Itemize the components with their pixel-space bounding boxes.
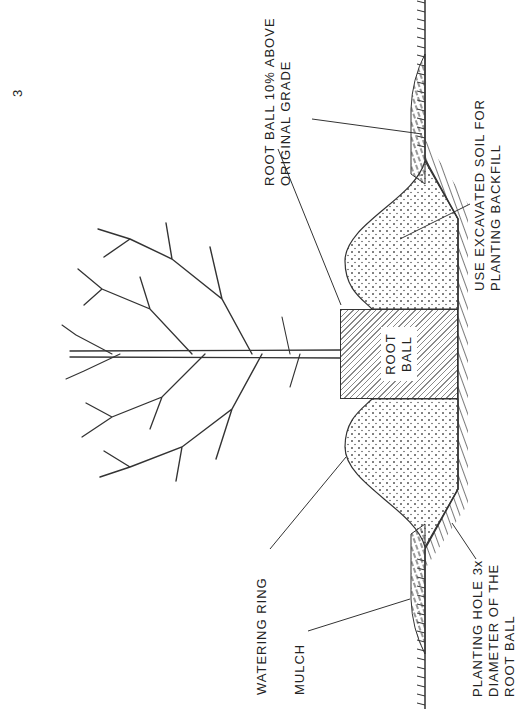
callout-text: PLANTING HOLE 3x DIAMETER OF THE ROOT BA… (470, 551, 518, 697)
grass-tick (417, 676, 425, 678)
backfill-soil (345, 399, 458, 547)
grass-tick (417, 667, 425, 669)
callout-text: USE EXCAVATED SOIL FOR PLANTING BACKFILL (472, 69, 504, 291)
mulch-layer (411, 54, 425, 184)
tree (62, 223, 342, 481)
page-number: 3 (10, 67, 26, 97)
root-ball-label: ROOT BALL (381, 327, 417, 381)
leader-line (270, 119, 476, 631)
mulch-layer (411, 524, 425, 654)
grass-tick (417, 1, 425, 3)
grass-tick (417, 28, 425, 30)
grass-tick (417, 19, 425, 21)
grass-tick (417, 46, 425, 48)
callout-text: MULCH (292, 615, 308, 695)
grass-tick (417, 703, 425, 705)
grass-tick (417, 685, 425, 687)
grass-tick (417, 10, 425, 12)
root-ball: ROOT BALL (340, 309, 458, 399)
callout-text: WATERING RING (254, 545, 270, 695)
backfill-soil (345, 161, 458, 309)
grass-tick (417, 694, 425, 696)
grass-tick (417, 658, 425, 660)
callout-text: ROOT BALL 10% ABOVE ORIGINAL GRADE (262, 4, 294, 186)
grass-tick (417, 37, 425, 39)
